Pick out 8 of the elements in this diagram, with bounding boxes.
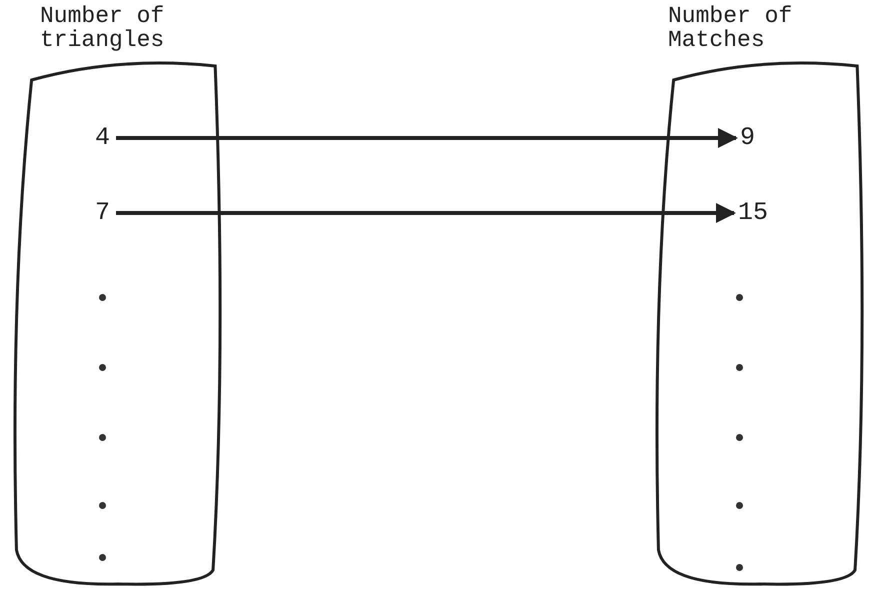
set-value: 9 [740,124,756,152]
set-value: 7 [95,199,110,227]
set-heading: Number of Matches [668,4,794,52]
set-value: 4 [95,124,110,152]
arrow [116,203,736,223]
set-heading: Number of triangles [40,4,166,52]
arrow [116,128,738,148]
set-value: 15 [738,199,768,227]
